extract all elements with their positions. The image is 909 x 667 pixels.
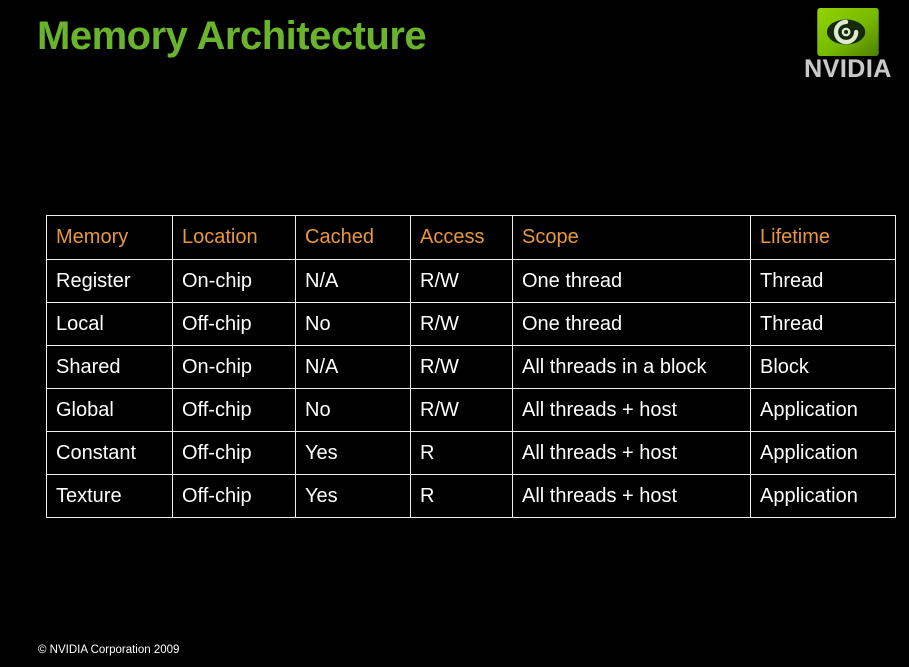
table-cell: Off-chip <box>172 302 296 346</box>
table-cell: R <box>410 431 513 475</box>
table-cell: Register <box>46 259 173 303</box>
table-cell: R/W <box>410 345 513 389</box>
table-cell: R/W <box>410 259 513 303</box>
table-cell: No <box>295 302 411 346</box>
table-cell: R/W <box>410 388 513 432</box>
nvidia-wordmark: NVIDIA <box>804 55 892 83</box>
table-cell: Block <box>750 345 896 389</box>
table-cell: On-chip <box>172 345 296 389</box>
nvidia-logo: NVIDIA <box>794 8 902 82</box>
page-title: Memory Architecture <box>37 14 427 58</box>
table-cell: No <box>295 388 411 432</box>
copyright-footer: © NVIDIA Corporation 2009 <box>38 644 180 656</box>
table-header-row: Memory Location Cached Access Scope Life… <box>46 215 896 260</box>
table-cell: R/W <box>410 302 513 346</box>
table-cell: Global <box>46 388 173 432</box>
table-cell: All threads + host <box>512 474 751 518</box>
table-cell: Thread <box>750 259 896 303</box>
table-cell: Off-chip <box>172 388 296 432</box>
table-cell: Off-chip <box>172 474 296 518</box>
table-cell: One thread <box>512 259 751 303</box>
table-cell: All threads + host <box>512 388 751 432</box>
table-row-shared: Shared On-chip N/A R/W All threads in a … <box>46 345 896 389</box>
table-row-texture: Texture Off-chip Yes R All threads + hos… <box>46 474 896 518</box>
table-cell: Texture <box>46 474 173 518</box>
table-cell: All threads in a block <box>512 345 751 389</box>
table-cell: N/A <box>295 259 411 303</box>
table-row-global: Global Off-chip No R/W All threads + hos… <box>46 388 896 432</box>
table-cell: Constant <box>46 431 173 475</box>
table-cell: R <box>410 474 513 518</box>
table-cell: All threads + host <box>512 431 751 475</box>
table-row-constant: Constant Off-chip Yes R All threads + ho… <box>46 431 896 475</box>
column-header-cached: Cached <box>295 215 411 260</box>
table-cell: N/A <box>295 345 411 389</box>
column-header-scope: Scope <box>512 215 751 260</box>
table-cell: One thread <box>512 302 751 346</box>
table-cell: Off-chip <box>172 431 296 475</box>
table-cell: Application <box>750 388 896 432</box>
column-header-access: Access <box>410 215 513 260</box>
column-header-memory: Memory <box>46 215 173 260</box>
table-cell: Thread <box>750 302 896 346</box>
column-header-location: Location <box>172 215 296 260</box>
column-header-lifetime: Lifetime <box>750 215 896 260</box>
nvidia-eye-icon <box>817 8 879 56</box>
table-row-register: Register On-chip N/A R/W One thread Thre… <box>46 259 896 303</box>
table-cell: Yes <box>295 431 411 475</box>
table-row-local: Local Off-chip No R/W One thread Thread <box>46 302 896 346</box>
table-cell: Application <box>750 474 896 518</box>
table-cell: Application <box>750 431 896 475</box>
table-cell: Shared <box>46 345 173 389</box>
table-cell: Yes <box>295 474 411 518</box>
table-cell: On-chip <box>172 259 296 303</box>
memory-architecture-table: Memory Location Cached Access Scope Life… <box>46 215 896 518</box>
table-cell: Local <box>46 302 173 346</box>
